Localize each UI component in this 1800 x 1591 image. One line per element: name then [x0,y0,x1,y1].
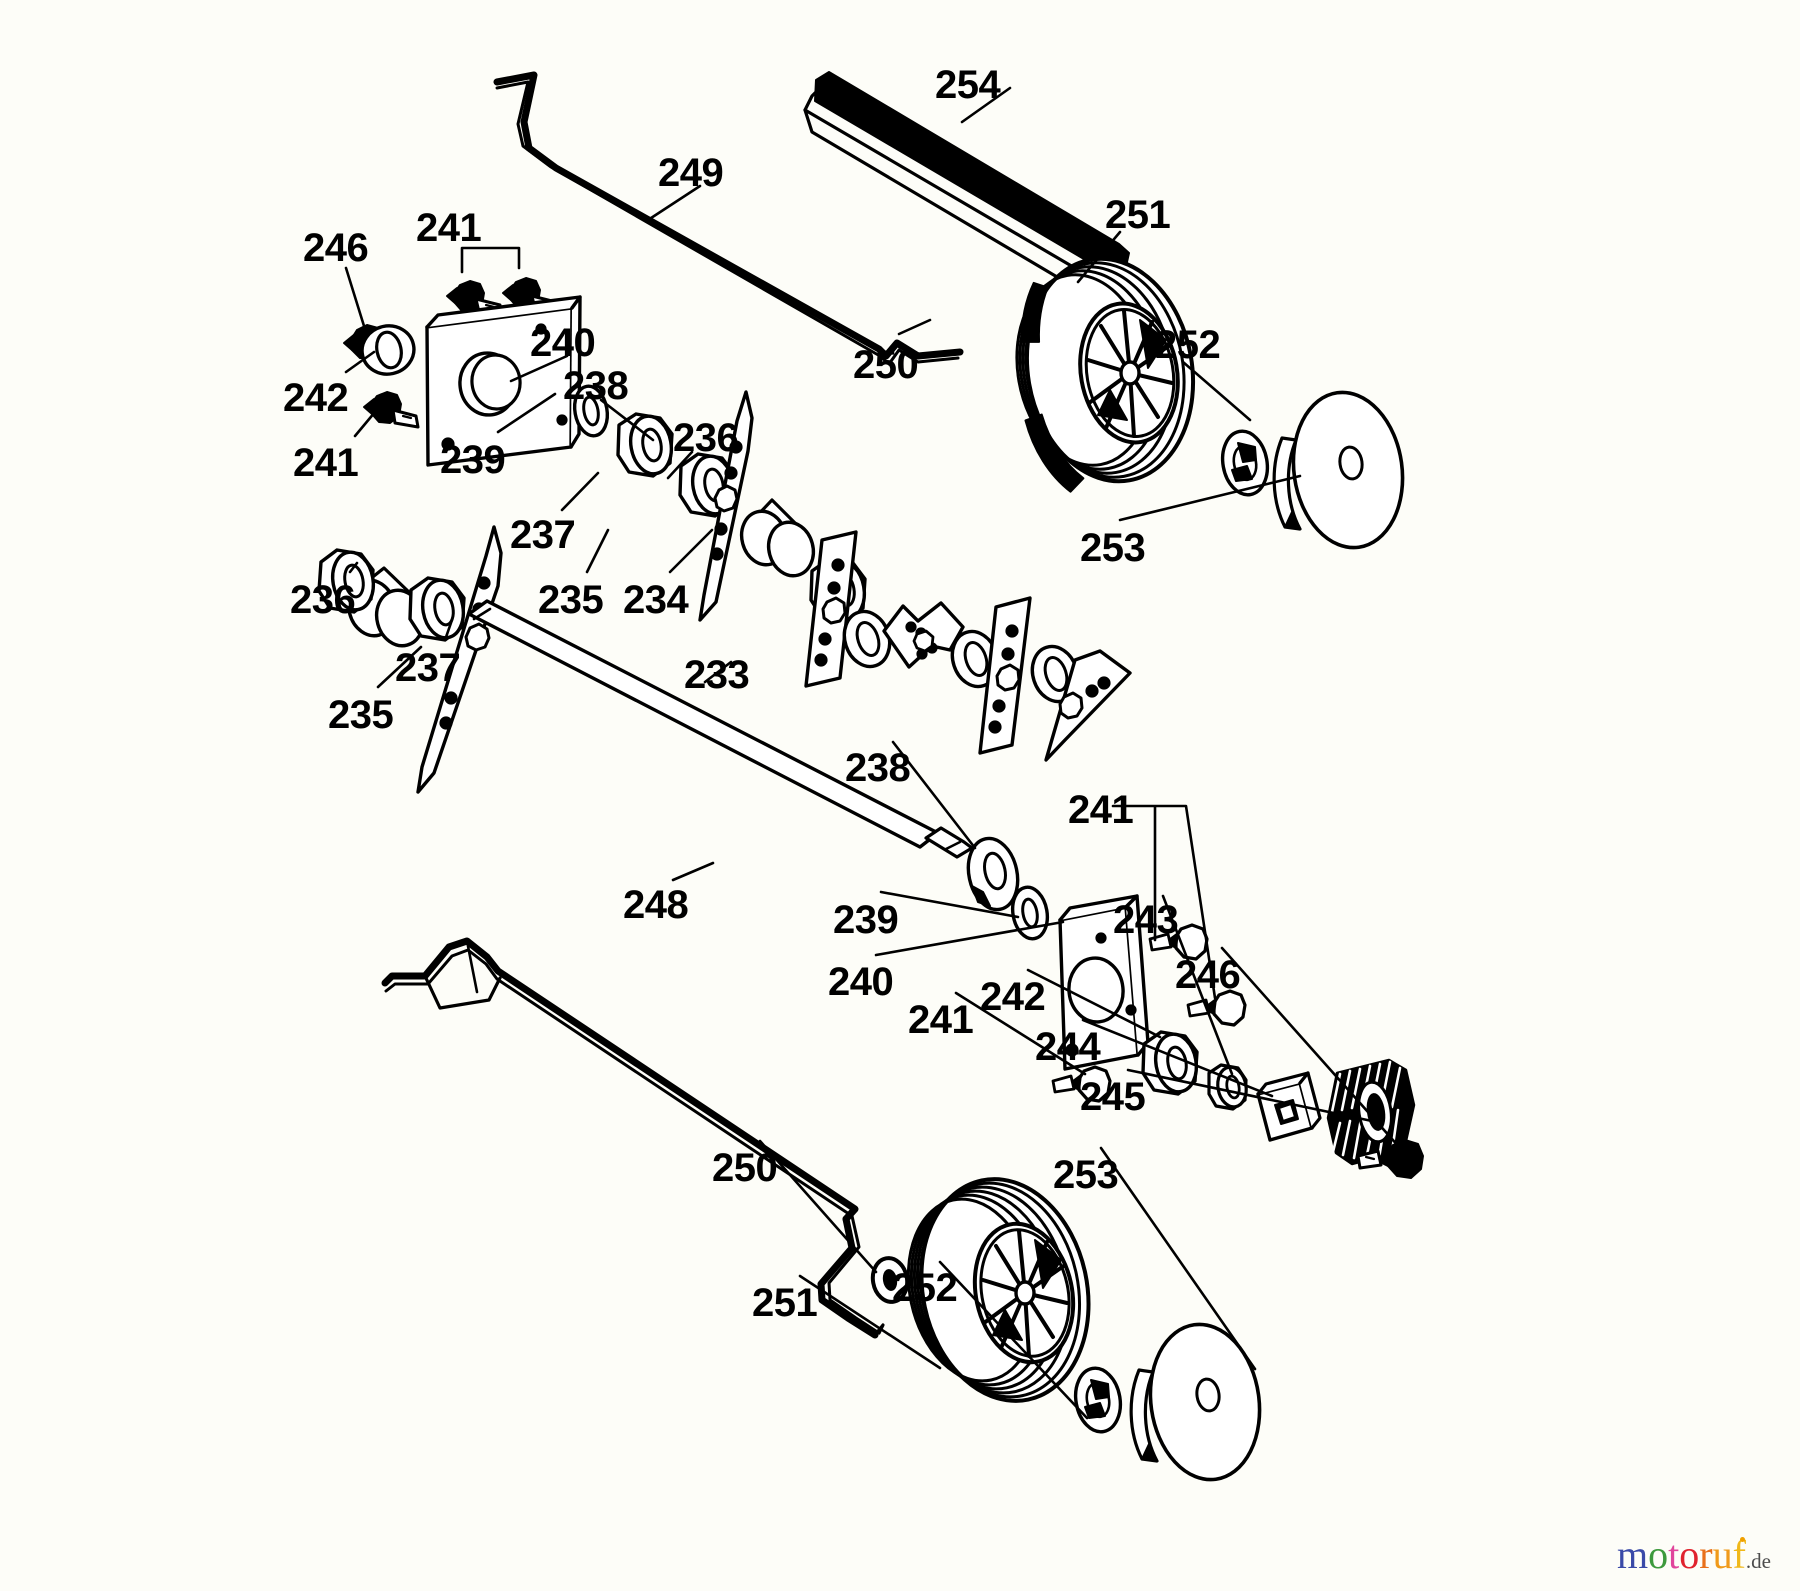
part-244-square-key [1256,1071,1322,1142]
part-242-top-bushing [360,324,416,376]
part-blade-middle-lower [978,596,1032,755]
callout-242-bottom: 242 [980,975,1046,1019]
callout-253-bottom: 253 [1053,1153,1119,1197]
callout-246-top: 246 [303,226,369,270]
watermark-tld: .de [1745,1549,1771,1573]
callout-243: 243 [1113,898,1179,942]
part-240-top-bracket [425,295,582,467]
callout-237-top: 237 [510,513,576,557]
part-240-bottom-bracket [1058,894,1150,1071]
watermark-dot-icon [1740,1537,1745,1542]
part-center-assembly [842,601,1000,689]
callout-238-bottom: 238 [845,746,911,790]
callout-244: 244 [1035,1025,1101,1069]
callout-240-top: 240 [530,321,596,365]
part-233-shaft [467,599,974,859]
callout-234: 234 [623,578,689,622]
part-236-upper-cone [739,498,816,578]
watermark-letter-f: f [1732,1532,1746,1577]
callout-236-left: 236 [290,578,356,622]
part-253-top-disc [1272,390,1405,550]
part-251-bottom-wheel [906,1177,1091,1403]
part-252-top-hubcap [1220,429,1270,497]
part-248-lower-rod [381,937,885,1339]
callout-235-left: 235 [328,693,394,737]
callout-250-top: 250 [853,343,919,387]
part-253-bottom-disc [1129,1322,1262,1482]
callout-251-top: 251 [1105,193,1171,237]
callout-241-mid: 241 [293,441,359,485]
callout-251-bottom: 251 [752,1281,818,1325]
callout-254: 254 [935,63,1001,107]
part-238-top-spacer [616,412,674,478]
callout-239-bottom: 239 [833,898,899,942]
callout-246-bottom: 246 [1175,953,1241,997]
watermark-letter-o2: o [1679,1532,1700,1577]
callout-252-top: 252 [1155,323,1221,367]
watermark-letter-r: r [1699,1532,1713,1577]
part-blade-middle-upper [804,530,858,688]
part-246-bottom-screw [1356,1139,1424,1179]
callout-240-bottom: 240 [828,960,894,1004]
callout-245: 245 [1080,1075,1146,1119]
part-249-upper-rod [493,71,964,366]
callout-253-top: 253 [1080,526,1146,570]
watermark-letter-o1: o [1648,1532,1669,1577]
part-236-right-group [1030,644,1132,762]
callout-249: 249 [658,151,724,195]
watermark-letter-u: u [1712,1532,1733,1577]
part-252-bottom-hubcap [1073,1366,1123,1434]
part-238-bottom-washer [966,836,1020,912]
watermark-letter-t: t [1668,1532,1680,1577]
part-239-top-washer [572,384,610,438]
callout-250-bottom: 250 [712,1146,778,1190]
part-251-top-wheel [1015,256,1196,493]
callout-238-top: 238 [563,364,629,408]
callout-236-right: 236 [673,416,739,460]
callout-242-top: 242 [283,376,349,420]
part-239-bottom-washer [1010,885,1050,941]
part-237-left-spacer [408,576,466,642]
motoruf-watermark: motoruf.de [1617,1535,1771,1575]
callout-233: 233 [684,653,750,697]
part-241-mid-screw [363,391,420,429]
callout-241-top: 241 [416,206,482,250]
callout-235-mid: 235 [538,578,604,622]
leader-lines [344,86,1402,1420]
watermark-letter-m: m [1617,1532,1649,1577]
part-235-upper-blade [698,390,754,622]
callout-252-bottom: 252 [892,1266,958,1310]
callout-241-lower-right: 241 [1068,788,1134,832]
callout-248: 248 [623,883,689,927]
callout-237-left: 237 [395,646,461,690]
part-250-bottom-washer [870,1256,910,1304]
callout-239-top: 239 [440,438,506,482]
callout-241-bottom: 241 [908,998,974,1042]
